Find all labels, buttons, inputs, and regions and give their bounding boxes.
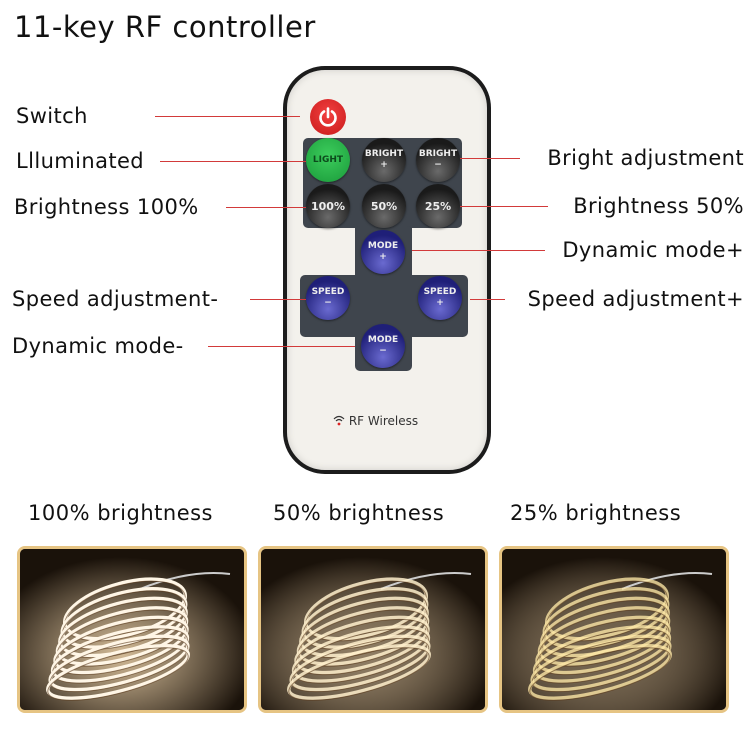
leader-line	[160, 161, 306, 162]
p100-label: 100%	[311, 199, 345, 213]
label-speed-minus: Speed adjustment-	[12, 287, 219, 311]
label-dynamic-mode-minus: Dynamic mode-	[12, 334, 184, 358]
wifi-icon	[333, 415, 345, 426]
p50-label: 50%	[370, 199, 398, 213]
led-strip-photo-100	[17, 546, 247, 713]
plus-sign: +	[436, 298, 444, 308]
caption-25: 25% brightness	[510, 501, 682, 525]
led-strip-photo-25	[499, 546, 729, 713]
leader-line	[155, 116, 300, 117]
led-strip-photo-50	[258, 546, 488, 713]
leader-line	[250, 299, 306, 300]
bright-plus-button[interactable]: BRIGHT+	[362, 138, 406, 182]
speed-minus-button[interactable]: SPEED−	[306, 276, 350, 320]
mode-label: MODE	[367, 241, 399, 251]
brightness-100-button[interactable]: 100%	[306, 184, 350, 228]
label-dynamic-mode-plus: Dynamic mode+	[562, 238, 744, 262]
led-coil-image	[20, 549, 244, 710]
rf-wireless-label: RF Wireless	[333, 414, 418, 428]
label-speed-plus: Speed adjustment+	[527, 287, 744, 311]
light-button-label: LIGHT	[312, 154, 344, 165]
leader-line	[412, 250, 545, 251]
minus-sign: −	[434, 160, 442, 170]
label-brightness-50: Brightness 50%	[573, 194, 744, 218]
label-switch: Switch	[16, 104, 88, 128]
label-illuminated: Llluminated	[16, 149, 145, 173]
speed-label: SPEED	[423, 287, 457, 297]
led-coil-image	[502, 549, 726, 710]
leader-line	[460, 206, 548, 207]
brightness-50-button[interactable]: 50%	[362, 184, 406, 228]
plus-sign: +	[379, 252, 387, 262]
p25-label: 25%	[424, 199, 452, 213]
led-coil-image	[261, 549, 485, 710]
rf-wireless-text: RF Wireless	[348, 414, 419, 428]
page-title: 11-key RF controller	[14, 10, 316, 44]
mode-minus-button[interactable]: MODE−	[361, 324, 405, 368]
power-icon	[319, 107, 337, 127]
speed-label: SPEED	[311, 287, 345, 297]
bright-label: BRIGHT	[364, 149, 404, 159]
brightness-25-button[interactable]: 25%	[416, 184, 460, 228]
speed-plus-button[interactable]: SPEED+	[418, 276, 462, 320]
plus-sign: +	[380, 160, 388, 170]
leader-line	[208, 346, 355, 347]
caption-100: 100% brightness	[28, 501, 213, 525]
leader-line	[226, 207, 306, 208]
bright-label: BRIGHT	[418, 149, 458, 159]
light-button[interactable]: LIGHT	[306, 138, 350, 182]
minus-sign: −	[324, 298, 332, 308]
mode-plus-button[interactable]: MODE+	[361, 230, 405, 274]
caption-50: 50% brightness	[273, 501, 445, 525]
label-bright-adjustment: Bright adjustment	[547, 146, 744, 170]
leader-line	[470, 299, 505, 300]
power-button[interactable]	[310, 99, 346, 135]
mode-label: MODE	[367, 335, 399, 345]
minus-sign: −	[379, 346, 387, 356]
label-brightness-100: Brightness 100%	[14, 195, 199, 219]
bright-minus-button[interactable]: BRIGHT−	[416, 138, 460, 182]
leader-line	[460, 158, 520, 159]
